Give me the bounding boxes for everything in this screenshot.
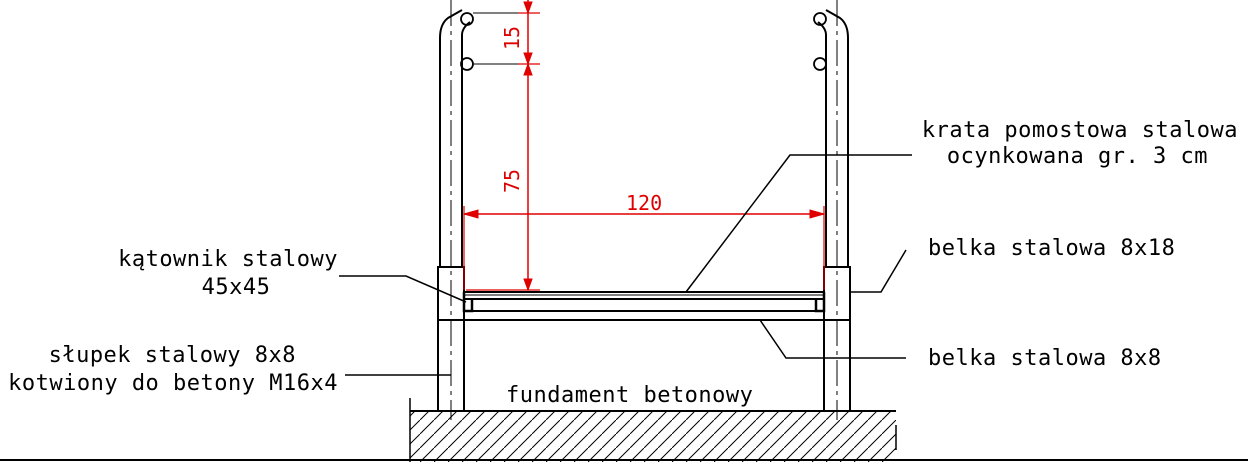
label-angle-1: kątownik stalowy: [118, 247, 338, 272]
dim-rail-spacing: 15: [500, 26, 524, 50]
label-beam-top: belka stalowa 8x18: [928, 236, 1175, 261]
label-deck-grating-1: krata pomostowa stalowa: [922, 118, 1238, 143]
dimension-lines: [462, 0, 826, 292]
label-deck-grating-2: ocynkowana gr. 3 cm: [947, 144, 1208, 169]
right-post: [817, 0, 851, 420]
dim-rail-height: 75: [500, 169, 524, 193]
label-post-2: kotwiony do betony M16x4: [8, 371, 338, 396]
deck: [462, 291, 826, 321]
annotations: krata pomostowa stalowa ocynkowana gr. 3…: [8, 118, 1238, 408]
dim-clear-width: 120: [626, 191, 662, 215]
foundation: [0, 398, 1248, 462]
label-post-1: słupek stalowy 8x8: [49, 343, 296, 368]
label-beam-bottom: belka stalowa 8x8: [928, 346, 1162, 371]
left-post: [437, 0, 471, 420]
label-angle-2: 45x45: [202, 275, 271, 300]
leader-lines: [339, 154, 912, 376]
dimension-labels: 15 75 120: [500, 26, 662, 215]
label-foundation: fundament betonowy: [506, 383, 753, 408]
